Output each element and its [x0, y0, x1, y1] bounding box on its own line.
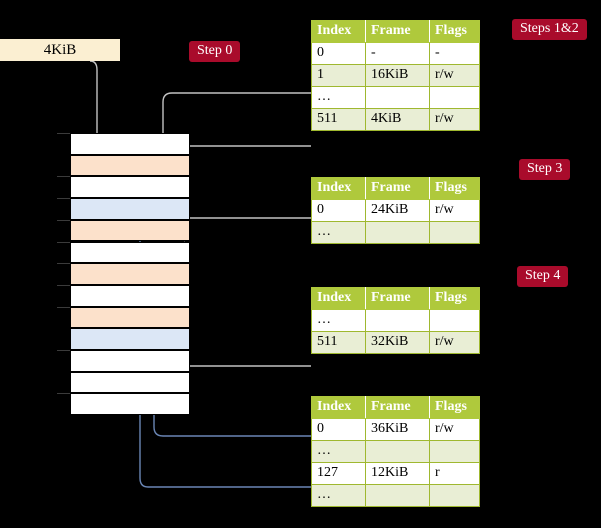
- cell-frame: 16KiB: [365, 64, 430, 87]
- column-header-flags: Flags: [429, 287, 480, 310]
- cell-flags: [429, 484, 480, 507]
- memory-frame-row: [70, 154, 190, 177]
- cell-flags: r: [429, 462, 480, 485]
- cell-index: 0: [311, 199, 366, 222]
- table-row: …: [311, 86, 480, 109]
- frame-tick-mark: [57, 219, 70, 221]
- cell-flags: r/w: [429, 199, 480, 222]
- cell-frame: -: [365, 42, 430, 65]
- memory-frame-row: [70, 263, 190, 285]
- step-badge-step0: Step 0: [189, 41, 241, 62]
- frame-tick-mark: [57, 306, 70, 308]
- memory-frame-row: [70, 306, 190, 329]
- address-label: 4KiB: [0, 39, 120, 61]
- memory-frame-row: [70, 371, 190, 394]
- column-header-frame: Frame: [365, 20, 430, 43]
- step-badge-steps12: Steps 1&2: [512, 19, 587, 40]
- cell-flags: -: [429, 42, 480, 65]
- step-badge-step3: Step 3: [519, 159, 571, 180]
- frame-tick-mark: [57, 133, 70, 134]
- cell-index: 0: [311, 42, 366, 65]
- cell-flags: [429, 440, 480, 463]
- frame-tick-mark: [57, 241, 70, 243]
- cell-frame: 32KiB: [365, 331, 430, 354]
- frame-tick-mark: [57, 198, 70, 200]
- cell-frame: 36KiB: [365, 418, 430, 441]
- cell-frame: [365, 221, 430, 244]
- column-header-index: Index: [311, 20, 366, 43]
- column-header-flags: Flags: [429, 396, 480, 419]
- cell-index: …: [311, 484, 366, 507]
- table-row: …: [311, 309, 480, 332]
- cell-index: …: [311, 309, 366, 332]
- frame-tick-mark: [57, 350, 70, 351]
- table-row: …: [311, 484, 480, 507]
- cell-index: 127: [311, 462, 366, 485]
- cell-index: …: [311, 86, 366, 109]
- cell-frame: 12KiB: [365, 462, 430, 485]
- cell-frame: [365, 484, 430, 507]
- cell-flags: [429, 86, 480, 109]
- memory-frame-row: [70, 241, 190, 264]
- column-header-index: Index: [311, 396, 366, 419]
- column-header-index: Index: [311, 177, 366, 200]
- cell-index: …: [311, 221, 366, 244]
- memory-frame-row: [70, 198, 190, 220]
- cell-frame: 4KiB: [365, 108, 430, 131]
- frame-tick-mark: [57, 263, 70, 265]
- memory-frame-row: [70, 284, 190, 307]
- frame-tick-mark: [57, 284, 70, 286]
- column-header-index: Index: [311, 287, 366, 310]
- cell-index: …: [311, 440, 366, 463]
- cell-frame: [365, 440, 430, 463]
- column-header-frame: Frame: [365, 177, 430, 200]
- cell-index: 511: [311, 331, 366, 354]
- cell-flags: [429, 309, 480, 332]
- memory-frame-row: [70, 393, 190, 416]
- cell-flags: r/w: [429, 108, 480, 131]
- cell-frame: 24KiB: [365, 199, 430, 222]
- cell-flags: r/w: [429, 331, 480, 354]
- cell-index: 1: [311, 64, 366, 87]
- frame-tick-mark: [57, 176, 70, 178]
- table-row: …: [311, 440, 480, 463]
- cell-index: 511: [311, 108, 366, 131]
- cell-frame: [365, 86, 430, 109]
- cell-flags: r/w: [429, 418, 480, 441]
- memory-frame-row: [70, 350, 190, 372]
- step-badge-step4: Step 4: [517, 266, 569, 287]
- cell-index: 0: [311, 418, 366, 441]
- column-header-frame: Frame: [365, 396, 430, 419]
- column-header-flags: Flags: [429, 177, 480, 200]
- frame-tick-mark: [57, 393, 70, 395]
- cell-flags: [429, 221, 480, 244]
- memory-frame-row: [70, 219, 190, 242]
- table-row: …: [311, 221, 480, 244]
- memory-frame-row: [70, 176, 190, 199]
- cell-flags: r/w: [429, 64, 480, 87]
- memory-frame-row: [70, 133, 190, 155]
- column-header-frame: Frame: [365, 287, 430, 310]
- column-header-flags: Flags: [429, 20, 480, 43]
- memory-frame-row: [70, 328, 190, 350]
- table-row: 0--: [311, 42, 480, 65]
- physical-memory-column: [57, 133, 190, 416]
- cell-frame: [365, 309, 430, 332]
